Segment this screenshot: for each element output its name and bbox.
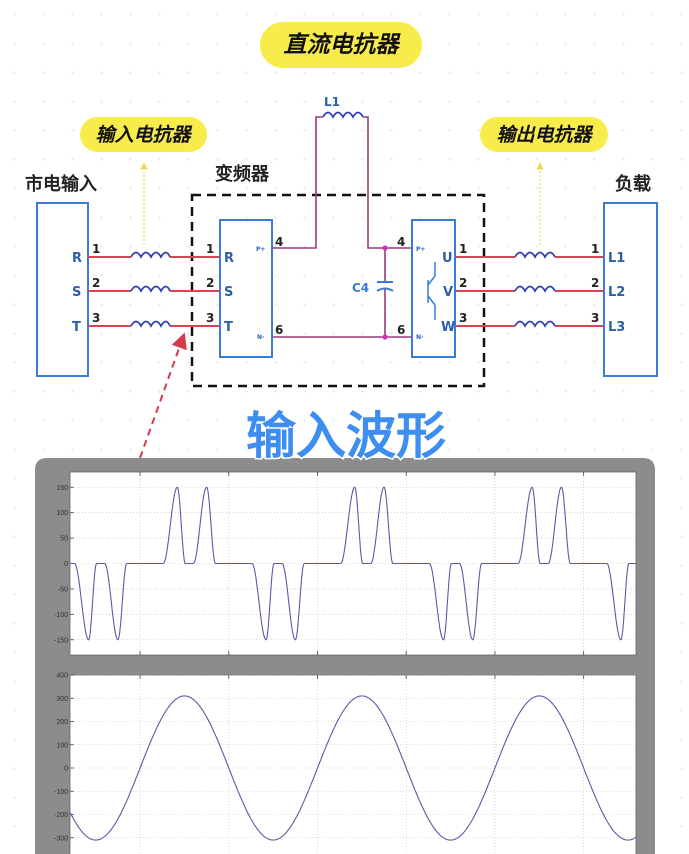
output-reactor-pill: 输出电抗器: [480, 117, 608, 152]
y-tick-label: 50: [60, 536, 68, 543]
current-trace: [70, 486, 636, 641]
mains-terminal-t: T: [72, 320, 81, 335]
pin-number: 2: [591, 276, 599, 290]
dc-reactor-label: 直流电抗器: [284, 31, 402, 58]
pin-number: 2: [92, 276, 100, 290]
input-waveform-title: 输入波形: [246, 407, 446, 465]
junction-dot: [382, 245, 388, 251]
pin-number: 2: [459, 276, 467, 290]
current-waveform-chart: 150 100 50 0 -50 -100 -150: [54, 471, 637, 656]
pin-number: 1: [206, 242, 214, 256]
dc-inductor-icon: [322, 111, 364, 119]
input-inductor-icon: [130, 251, 171, 259]
rectifier-pin-4: 4: [275, 235, 283, 249]
input-wires: [88, 256, 604, 327]
capacitor-icon: [376, 281, 394, 292]
dc-bus-wires: [272, 116, 412, 338]
output-reactor-label: 输出电抗器: [496, 124, 593, 146]
load-label: 负载: [615, 173, 651, 195]
pin-number: 2: [206, 276, 214, 290]
inverter-terminal-u: U: [442, 251, 453, 266]
inverter-p-plus: P+: [416, 246, 425, 253]
rectifier-n-minus: N-: [257, 334, 265, 341]
y-tick-label: 200: [56, 719, 68, 726]
pin-number: 1: [92, 242, 100, 256]
inverter-n-minus: N-: [416, 334, 424, 341]
rectifier-p-plus: P+: [256, 246, 265, 253]
voltage-waveform-chart: 400 300 200 100 0 -100 -200 -300: [54, 673, 637, 854]
inverter-pin-6: 6: [397, 323, 405, 337]
inverter-terminal-v: V: [443, 285, 453, 300]
mains-box: [36, 202, 89, 377]
y-tick-label: -50: [58, 586, 68, 593]
y-tick-label: 0: [64, 561, 68, 568]
output-inductor-icon: [514, 320, 556, 328]
inverter-box: [411, 219, 456, 358]
pin-number: 1: [459, 242, 467, 256]
rectifier-pin-6: 6: [275, 323, 283, 337]
y-tick-label: 0: [64, 766, 68, 773]
igbt-icon: [427, 262, 436, 320]
plot-area: [69, 674, 637, 854]
mains-input-label: 市电输入: [25, 173, 97, 195]
rectifier-box: [219, 219, 273, 358]
dc-reactor-pill: 直流电抗器: [260, 22, 422, 68]
mains-terminal-r: R: [72, 251, 82, 266]
input-waveform-pointer: [139, 332, 187, 459]
load-box: [603, 202, 658, 377]
y-tick-label: -300: [54, 835, 68, 842]
load-terminal-l2: L2: [608, 285, 625, 300]
y-tick-label: -100: [54, 612, 68, 619]
y-tick-label: 100: [56, 742, 68, 749]
y-tick-label: 100: [56, 510, 68, 517]
voltage-trace: [70, 695, 636, 841]
output-inductor-icon: [514, 285, 556, 293]
pin-number: 3: [591, 311, 599, 325]
load-terminal-l1: L1: [608, 251, 625, 266]
mains-terminal-s: S: [72, 285, 81, 300]
rectifier-terminal-r: R: [224, 251, 234, 266]
input-inductor-icon: [130, 285, 171, 293]
inverter-pin-4: 4: [397, 235, 405, 249]
load-terminal-l3: L3: [608, 320, 625, 335]
input-reactor-label: 输入电抗器: [95, 124, 192, 146]
capacitor-label: C4: [352, 281, 369, 295]
input-inductor-icon: [130, 320, 171, 328]
rectifier-terminal-s: S: [224, 285, 233, 300]
dc-inductor-label: L1: [324, 95, 340, 109]
output-inductor-icon: [514, 251, 556, 259]
y-tick-label: -150: [54, 637, 68, 644]
y-tick-label: -200: [54, 812, 68, 819]
y-tick-label: 150: [56, 485, 68, 492]
y-tick-label: -100: [54, 789, 68, 796]
y-tick-label: 300: [56, 696, 68, 703]
input-reactor-pill: 输入电抗器: [80, 117, 207, 152]
pin-number: 1: [591, 242, 599, 256]
junction-dot: [382, 334, 388, 340]
pin-number: 3: [206, 311, 214, 325]
pin-number: 3: [92, 311, 100, 325]
y-tick-label: 400: [56, 673, 68, 680]
rectifier-terminal-t: T: [224, 320, 233, 335]
inverter-terminal-w: W: [441, 320, 455, 335]
vfd-label: 变频器: [215, 163, 270, 185]
pin-number: 3: [459, 311, 467, 325]
